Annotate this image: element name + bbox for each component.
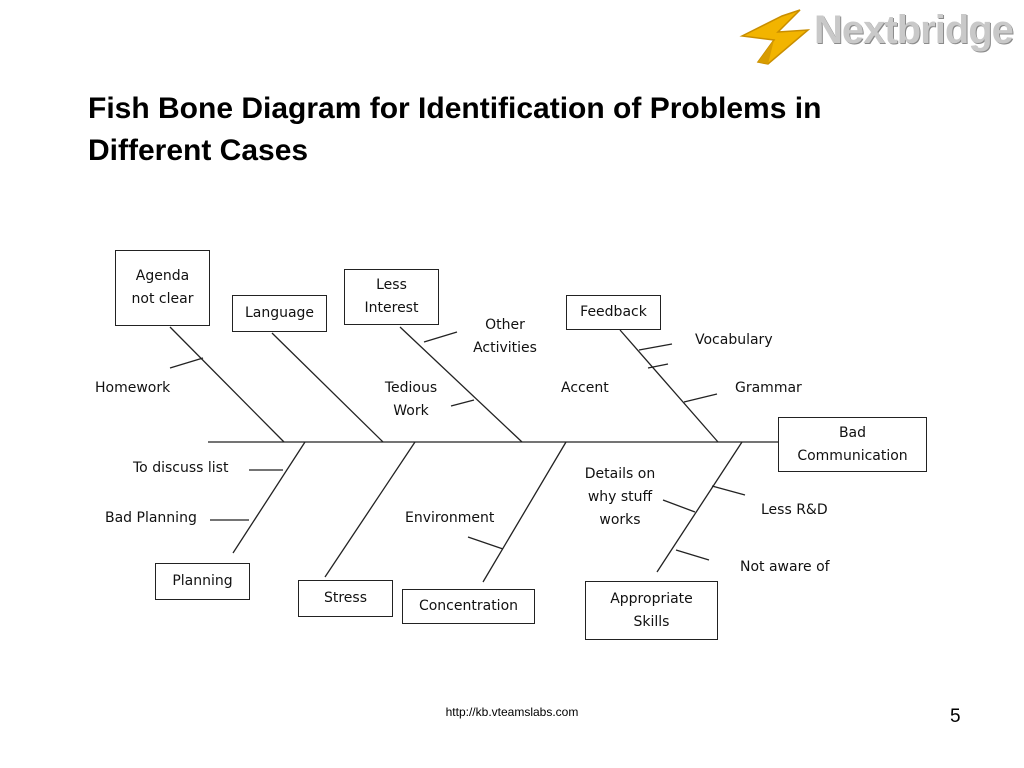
category-planning-label: Planning [172,573,233,589]
bone-less-interest [399,326,523,443]
logo-text: Nextbridge [814,8,1014,52]
cause-vocabulary: Vocabulary [695,332,773,348]
cause-grammar: Grammar [735,380,802,396]
category-concentration-label: Concentration [418,598,519,614]
page-number: 5 [950,706,961,727]
cause-bad-planning: Bad Planning [105,510,197,526]
cause-environment: Environment [405,510,495,526]
bone-feedback [619,329,719,443]
cause-accent: Accent [561,380,609,396]
bone-concentration [482,441,567,583]
category-agenda-label: Agenda not clear [131,268,194,307]
category-skills-label: Appropriate Skills [610,590,693,630]
category-skills-box: Appropriate Skills [585,581,718,640]
category-stress-box: Stress [298,580,393,617]
category-feedback-box: Feedback [566,295,661,330]
effect-label: Bad Communication [797,424,908,464]
category-stress-label: Stress [323,590,368,606]
tick-accent [647,363,669,369]
cause-to-discuss-list: To discuss list [133,460,229,476]
bone-planning [232,441,306,554]
tick-homework [169,357,204,369]
category-concentration-box: Concentration [402,589,535,624]
category-less-interest-label: Less Interest [364,277,419,316]
bone-language [271,332,384,443]
tick-environment [467,536,504,550]
tick-vocabulary [638,343,673,351]
effect-box: Bad Communication [778,417,927,472]
tick-less-rnd [711,485,746,496]
cause-homework: Homework [95,380,171,396]
cause-tedious-work: Tedious Work [384,380,438,419]
tick-details [662,499,696,513]
bone-stress [324,441,416,578]
bone-agenda [169,326,285,443]
category-planning-box: Planning [155,563,250,600]
cause-other-activities: Other Activities [473,317,537,356]
cause-less-rnd: Less R&D [761,502,828,518]
cause-not-aware-of: Not aware of [740,559,830,575]
tick-grammar [683,393,718,403]
category-language-box: Language [232,295,327,332]
category-less-interest-box: Less Interest [344,269,439,325]
tick-not-aware [675,549,710,561]
category-agenda-box: Agenda not clear [115,250,210,326]
tick-tedious-work [450,399,475,407]
category-language-label: Language [244,305,315,321]
nextbridge-logo [738,6,1008,70]
category-feedback-label: Feedback [580,304,647,320]
bone-skills [656,441,743,573]
cause-details-on-why: Details on why stuff works [584,466,656,528]
slide-title: Fish Bone Diagram for Identification of … [88,92,822,167]
footer-url: http://kb.vteamslabs.com [445,705,579,719]
tick-other-activities [423,331,458,343]
logo-arrow-icon [739,9,811,65]
